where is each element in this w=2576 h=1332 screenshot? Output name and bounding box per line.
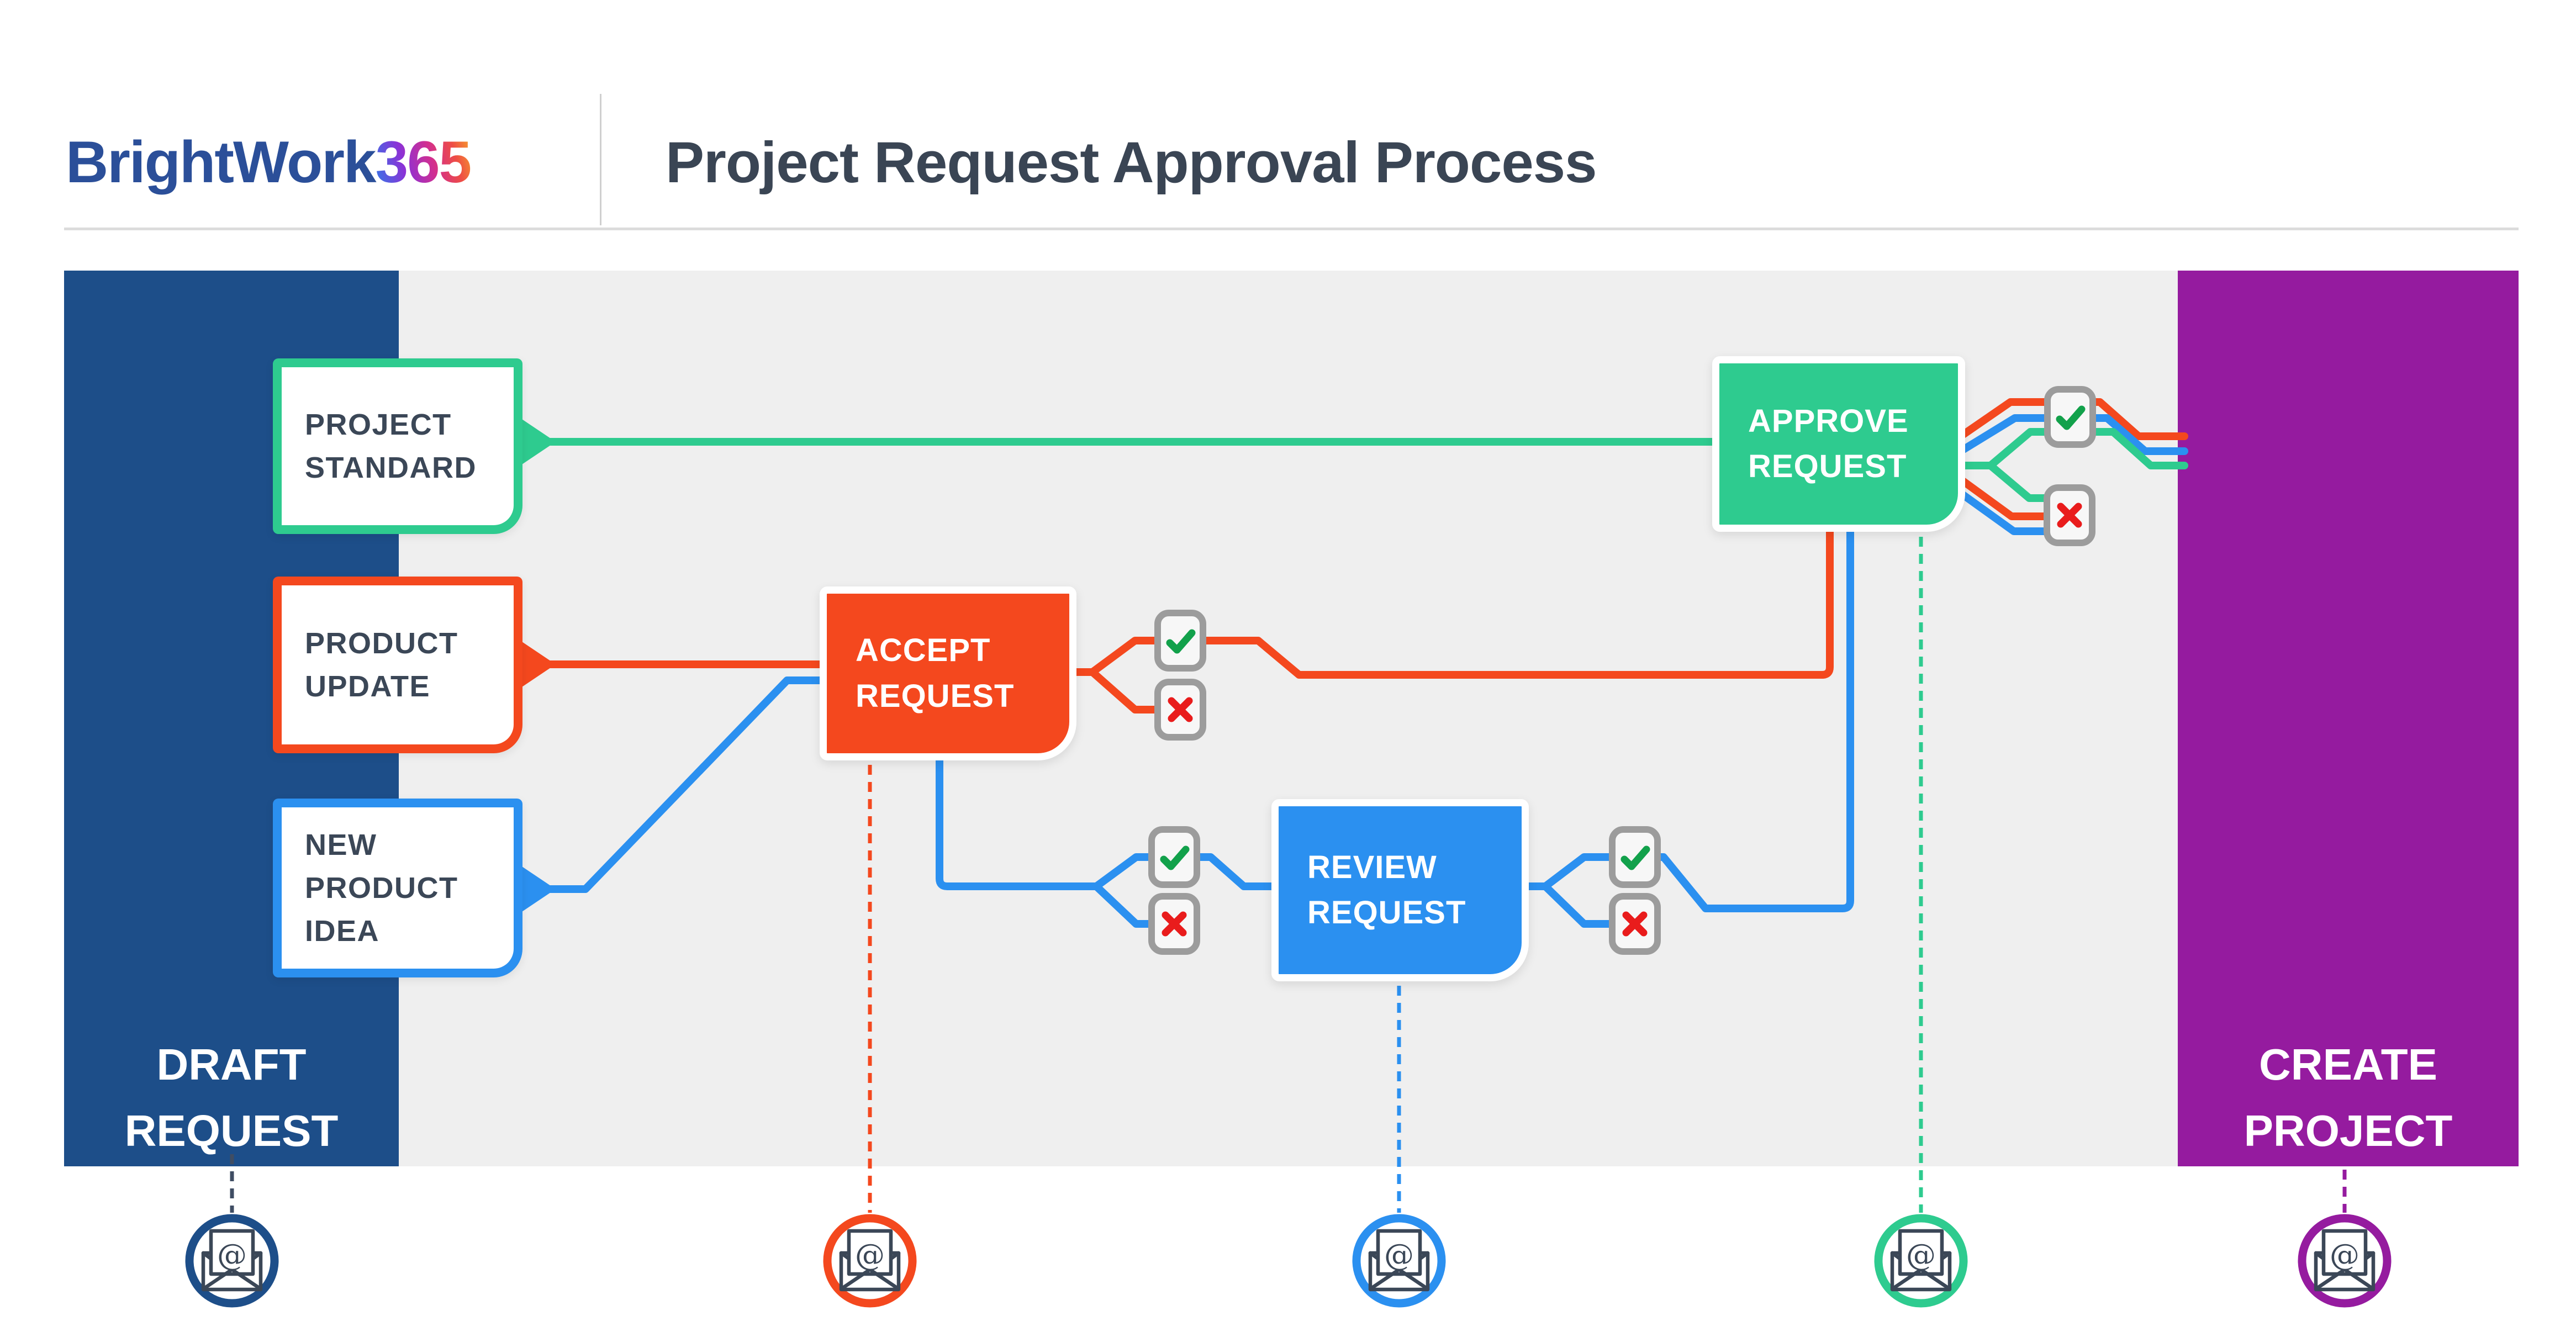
create-email-icon xyxy=(2302,1218,2387,1303)
draft-email-icon xyxy=(189,1218,275,1303)
review-in-rejected-x-icon xyxy=(1152,896,1197,952)
node-project-standard-label: PROJECT STANDARD xyxy=(305,408,477,484)
line-review-in-approved xyxy=(1092,853,1288,890)
accept-rejected-x-icon xyxy=(1158,682,1203,737)
review-in-approved-check-icon xyxy=(1152,829,1197,885)
line-new-product-idea-to-accept xyxy=(515,676,832,893)
line-review-approved-to-approve xyxy=(1516,524,1854,912)
brand-logo: BrightWork365 xyxy=(66,133,472,192)
review-out-rejected-x-icon xyxy=(1612,896,1657,952)
node-accept-request-label: ACCEPT REQUEST xyxy=(856,632,1015,714)
header-vertical-divider xyxy=(600,94,601,225)
node-product-update: PRODUCT UPDATE xyxy=(273,577,522,753)
node-accept-request: ACCEPT REQUEST xyxy=(820,586,1076,760)
line-approve-approved-blue xyxy=(1957,414,2188,455)
accept-approved-check-icon xyxy=(1158,613,1203,668)
column-create-project-label: CREATE PROJECT xyxy=(2244,1040,2453,1155)
line-approve-approved-orange xyxy=(1957,398,2188,440)
brand-logo-365: 365 xyxy=(375,129,472,195)
review-out-approved-check-icon xyxy=(1612,829,1657,885)
node-product-update-label: PRODUCT UPDATE xyxy=(305,626,458,703)
node-approve-request-label: APPROVE REQUEST xyxy=(1748,403,1909,484)
node-review-request: REVIEW REQUEST xyxy=(1271,799,1529,981)
column-create-project: CREATE PROJECT xyxy=(2178,271,2519,1166)
node-review-request-label: REVIEW REQUEST xyxy=(1307,849,1466,931)
approve-email-icon xyxy=(1878,1218,1963,1303)
line-approve-rejected-blue xyxy=(1957,489,2061,535)
line-approve-rejected-orange xyxy=(1957,475,2061,520)
node-new-product-idea: NEW PRODUCT IDEA xyxy=(273,799,522,977)
brand-logo-text: BrightWork xyxy=(66,129,377,195)
accept-email-icon xyxy=(827,1218,912,1303)
column-draft-request-label: DRAFT REQUEST xyxy=(124,1040,339,1155)
approve-rejected-x-icon xyxy=(2047,488,2092,543)
node-new-product-idea-label: NEW PRODUCT IDEA xyxy=(305,828,458,948)
line-accept-approved-to-approve xyxy=(1070,524,1834,679)
page-title: Project Request Approval Process xyxy=(666,130,1597,195)
review-email-icon xyxy=(1356,1218,1442,1303)
approve-approved-check-icon xyxy=(2047,389,2093,445)
line-accept-to-review xyxy=(936,754,1100,890)
header-rule xyxy=(64,228,2519,230)
node-project-standard: PROJECT STANDARD xyxy=(273,358,522,534)
node-approve-request: APPROVE REQUEST xyxy=(1712,356,1965,532)
